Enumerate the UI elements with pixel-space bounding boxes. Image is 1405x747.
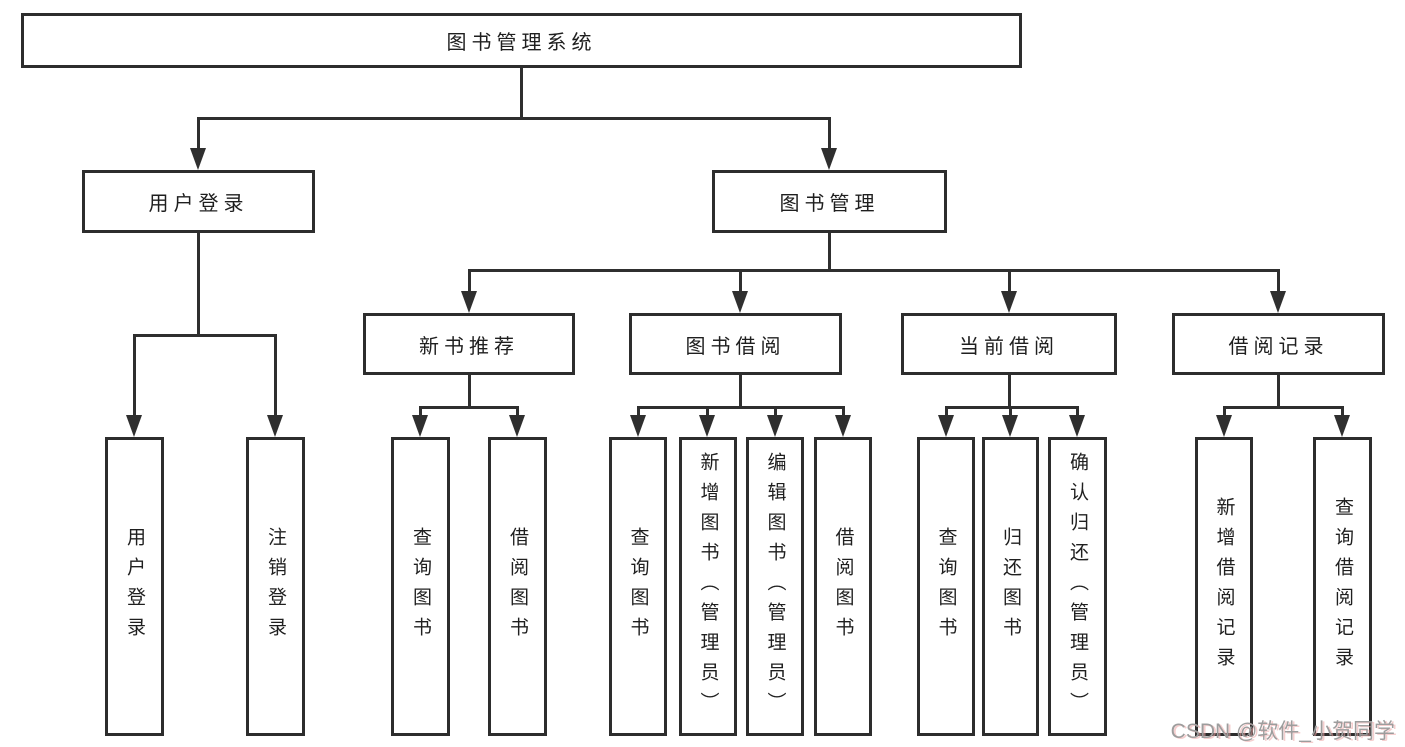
leaf-label: 查询图书: [935, 526, 957, 647]
node-current-borrowing: 当前借阅: [901, 313, 1117, 375]
node-label: 图书管理: [779, 193, 880, 215]
node-label: 图书管理系统: [446, 32, 597, 54]
connector-line: [1009, 406, 1012, 420]
connector-line: [133, 334, 276, 337]
connector-line: [774, 406, 777, 420]
arrow-down-icon: [1001, 291, 1017, 313]
connector-line: [945, 406, 1079, 409]
leaf-add-borrow-record: 新增借阅记录: [1195, 437, 1253, 736]
leaf-label: 查询借阅记录: [1332, 496, 1353, 677]
arrow-down-icon: [821, 148, 837, 170]
leaf-query-books-recommend: 查询图书: [391, 437, 450, 736]
node-borrowing-records: 借阅记录: [1172, 313, 1385, 375]
arrow-down-icon: [126, 415, 142, 437]
connector-line: [516, 406, 519, 420]
connector-line: [468, 375, 471, 408]
leaf-label: 用户登录: [124, 526, 145, 647]
connector-line: [1223, 406, 1344, 409]
connector-line: [274, 334, 277, 417]
arrow-down-icon: [509, 415, 525, 437]
arrow-down-icon: [938, 415, 954, 437]
leaf-label: 查询图书: [627, 526, 649, 647]
leaf-label: 归还图书: [1000, 526, 1021, 647]
connector-line: [739, 375, 742, 408]
connector-line: [419, 406, 519, 409]
leaf-label: 借阅图书: [507, 526, 528, 647]
arrow-down-icon: [630, 415, 646, 437]
connector-line: [1341, 406, 1344, 420]
leaf-label: 查询图书: [410, 526, 431, 647]
node-label: 借阅记录: [1228, 335, 1329, 358]
leaf-return-books: 归还图书: [982, 437, 1039, 736]
node-label: 用户登录: [148, 193, 249, 215]
connector-line: [828, 233, 831, 272]
arrow-down-icon: [767, 415, 783, 437]
leaf-edit-books-admin: 编辑图书（管理员）: [746, 437, 804, 736]
connector-line: [133, 334, 136, 417]
node-new-book-recommendation: 新书推荐: [363, 313, 575, 375]
arrow-down-icon: [267, 415, 283, 437]
connector-line: [945, 406, 948, 420]
connector-line: [520, 68, 523, 118]
node-book-management: 图书管理: [712, 170, 947, 233]
arrow-down-icon: [1069, 415, 1085, 437]
connector-line: [197, 117, 830, 120]
leaf-label: 新增借阅记录: [1213, 496, 1235, 677]
arrow-down-icon: [1334, 415, 1350, 437]
connector-line: [739, 269, 742, 293]
arrow-down-icon: [1270, 291, 1286, 313]
connector-line: [1076, 406, 1079, 420]
arrow-down-icon: [412, 415, 428, 437]
leaf-confirm-return-admin: 确认归还（管理员）: [1048, 437, 1107, 736]
leaf-add-books-admin: 新增图书（管理员）: [679, 437, 737, 736]
node-user-login: 用户登录: [82, 170, 315, 233]
leaf-query-books-borrowing: 查询图书: [609, 437, 667, 736]
connector-line: [828, 117, 831, 150]
connector-line: [637, 406, 845, 409]
arrow-down-icon: [835, 415, 851, 437]
leaf-label: 借阅图书: [832, 526, 854, 647]
node-book-borrowing: 图书借阅: [629, 313, 842, 375]
connector-line: [197, 117, 200, 150]
leaf-label: 编辑图书（管理员）: [764, 451, 786, 722]
connector-line: [1008, 375, 1011, 408]
node-library-management-system: 图书管理系统: [21, 13, 1022, 68]
leaf-query-borrow-record: 查询借阅记录: [1313, 437, 1372, 736]
leaf-query-books-current: 查询图书: [917, 437, 975, 736]
arrow-down-icon: [461, 291, 477, 313]
node-label: 新书推荐: [419, 335, 519, 358]
node-label: 当前借阅: [959, 335, 1059, 358]
connector-line: [1277, 269, 1280, 293]
node-label: 图书借阅: [685, 335, 786, 358]
leaf-label: 确认归还（管理员）: [1067, 451, 1088, 722]
connector-line: [637, 406, 640, 420]
connector-line: [1223, 406, 1226, 420]
connector-line: [468, 269, 1280, 272]
leaf-logout: 注销登录: [246, 437, 305, 736]
leaf-borrow-books-recommend: 借阅图书: [488, 437, 547, 736]
arrow-down-icon: [732, 291, 748, 313]
connector-line: [1277, 375, 1280, 408]
connector-line: [842, 406, 845, 420]
arrow-down-icon: [699, 415, 715, 437]
leaf-user-login: 用户登录: [105, 437, 164, 736]
arrow-down-icon: [1002, 415, 1018, 437]
leaf-label: 新增图书（管理员）: [697, 451, 719, 722]
leaf-borrow-books: 借阅图书: [814, 437, 872, 736]
connector-line: [468, 269, 471, 293]
connector-line: [419, 406, 422, 420]
connector-line: [706, 406, 709, 420]
arrow-down-icon: [190, 148, 206, 170]
connector-line: [1008, 269, 1011, 293]
connector-line: [197, 233, 200, 336]
arrow-down-icon: [1216, 415, 1232, 437]
leaf-label: 注销登录: [265, 526, 286, 647]
